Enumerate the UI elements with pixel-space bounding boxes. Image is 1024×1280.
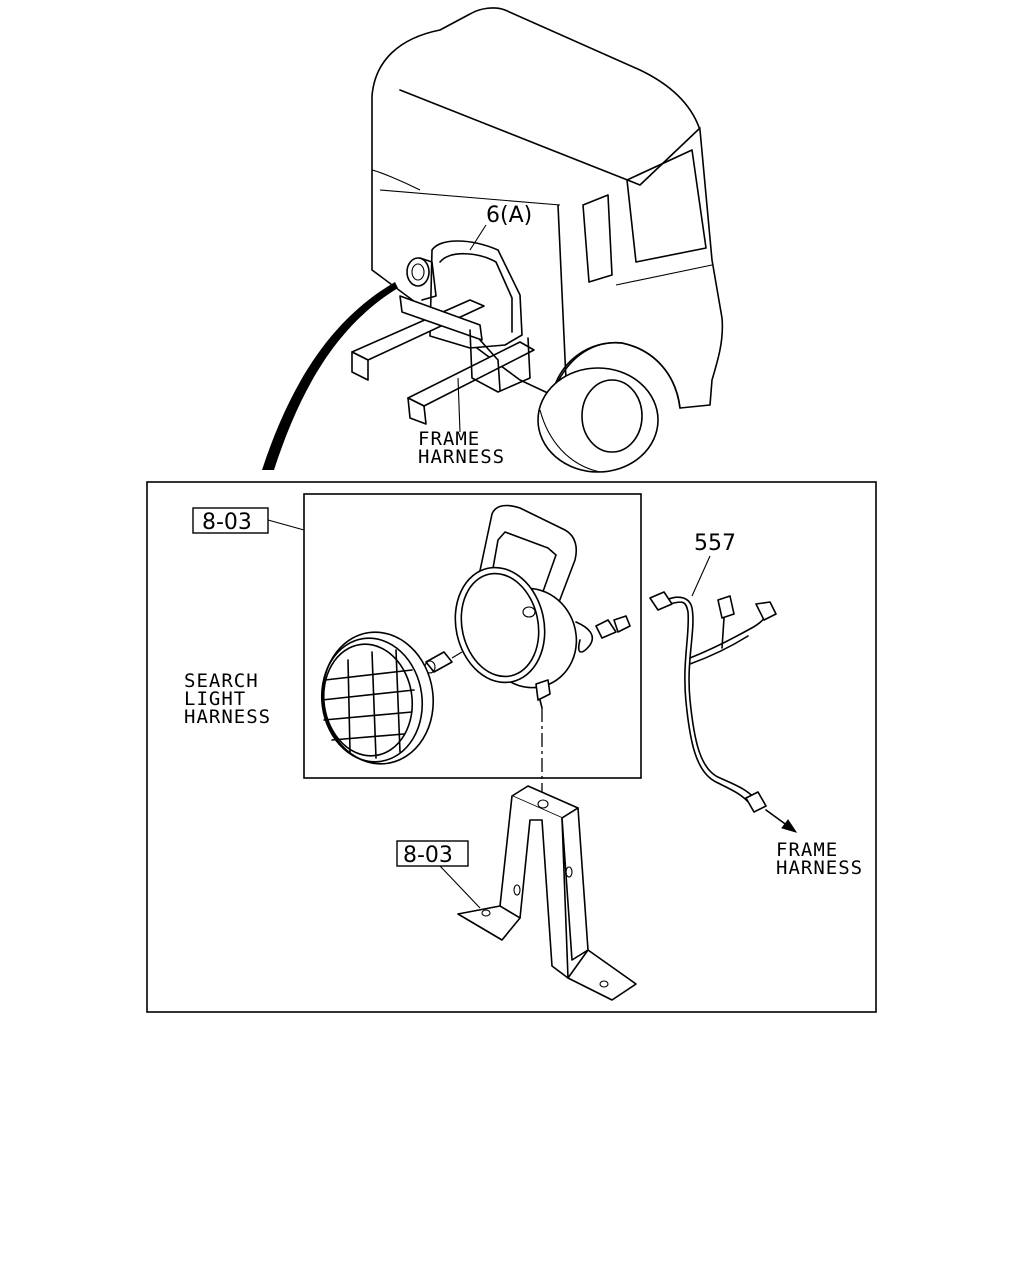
search-lamp <box>424 504 631 709</box>
ref-label-lamp: 8-03 <box>202 510 252 535</box>
callout-6a: 6(A) <box>486 203 532 228</box>
lamp-detail-box <box>303 493 642 779</box>
search-light-harness-line2: LIGHT <box>184 688 246 710</box>
frame-harness-label-top-line2: HARNESS <box>418 446 505 468</box>
detail-pointer-arrow <box>262 282 398 470</box>
ref-box-lamp: 8-03 <box>192 507 305 535</box>
lamp-lens <box>320 631 435 765</box>
callout-557: 557 <box>694 531 736 556</box>
frame-harness-label-right-line2: HARNESS <box>776 857 863 879</box>
harness-557 <box>649 555 798 833</box>
search-light-harness-line1: SEARCH <box>184 670 259 692</box>
detail-frame <box>146 481 877 1013</box>
ref-box-bracket: 8-03 <box>396 840 481 909</box>
search-light-harness-line3: HARNESS <box>184 706 271 728</box>
ref-label-bracket: 8-03 <box>403 843 453 868</box>
frame-harness-label-top-line1: FRAME <box>418 428 480 450</box>
mounting-bracket <box>457 785 637 1001</box>
cab-rear-searchlight-assembly <box>351 224 535 433</box>
frame-harness-label-right-line1: FRAME <box>776 839 838 861</box>
